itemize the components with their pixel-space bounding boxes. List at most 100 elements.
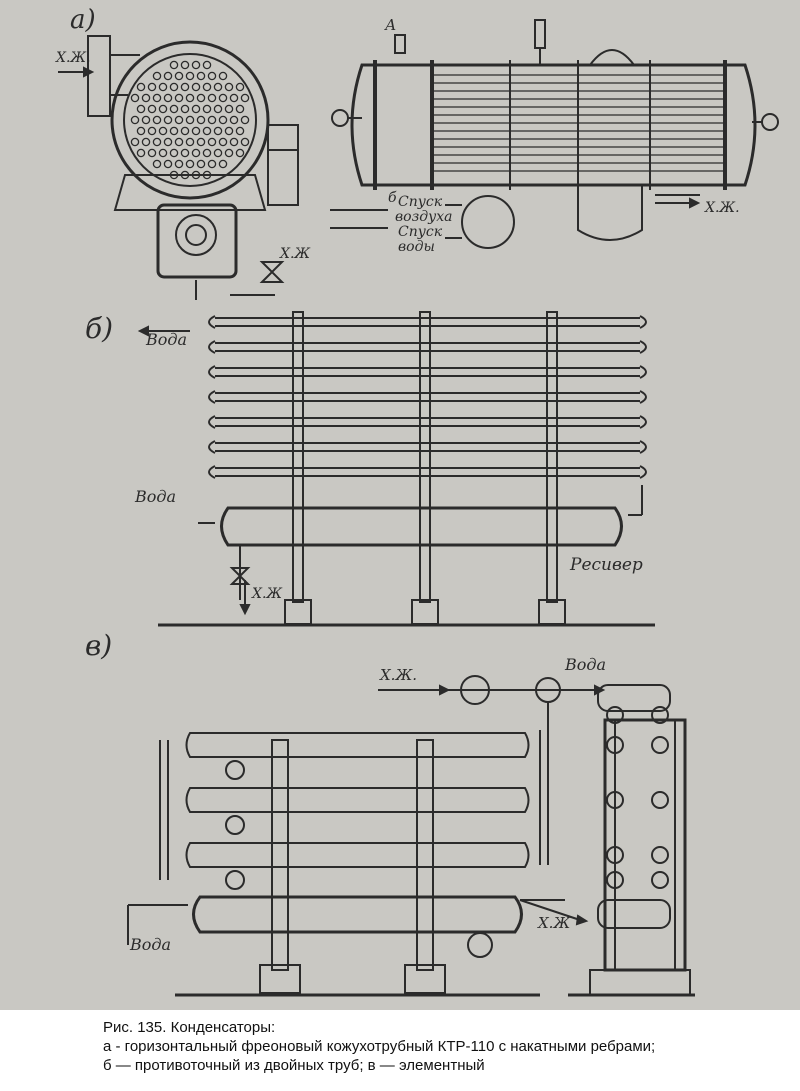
tube-hole xyxy=(196,159,206,169)
tube-hole xyxy=(152,93,162,103)
tube-hole xyxy=(191,126,201,136)
end-flange xyxy=(651,846,669,864)
panel-b-water-left: Вода xyxy=(134,487,176,506)
tube-hole xyxy=(218,93,228,103)
tube-hole xyxy=(174,71,184,81)
tube-hole xyxy=(213,104,223,114)
tube-hole xyxy=(196,93,206,103)
pipe-bend-right xyxy=(639,315,647,329)
panel-a-drain-air-line1: Спуск xyxy=(398,194,443,210)
tube-hole xyxy=(163,93,173,103)
tube-hole xyxy=(169,60,179,70)
pipe-bend-left xyxy=(208,465,216,479)
tube-hole xyxy=(191,148,201,158)
tube-hole xyxy=(152,115,162,125)
panel-c-liquid-out: Х.Ж xyxy=(537,914,571,932)
end-flange xyxy=(651,871,669,889)
panel-b-label: б) xyxy=(85,312,113,345)
tube-hole xyxy=(191,104,201,114)
element-valve xyxy=(225,870,245,890)
end-flange xyxy=(651,706,669,724)
tube-hole xyxy=(224,148,234,158)
tube-hole xyxy=(158,104,168,114)
tube-hole xyxy=(218,71,228,81)
tube-hole xyxy=(218,159,228,169)
pipe-bend-right xyxy=(639,365,647,379)
tube-hole xyxy=(158,148,168,158)
element-pipe-rows xyxy=(185,732,530,890)
end-flange xyxy=(651,736,669,754)
column-shaft xyxy=(271,739,289,971)
tube-hole xyxy=(207,137,217,147)
caption-line-1: Рис. 135. Конденсаторы: xyxy=(103,1019,276,1036)
tube-hole xyxy=(202,104,212,114)
tube-hole xyxy=(180,104,190,114)
tube-hole xyxy=(229,93,239,103)
panel-a-top-mark: А xyxy=(384,16,396,34)
tube-hole xyxy=(141,115,151,125)
pipe-bend-right xyxy=(639,340,647,354)
pipe-bend-left xyxy=(208,415,216,429)
tube-hole xyxy=(180,82,190,92)
tube-hole xyxy=(224,82,234,92)
tube-hole xyxy=(147,126,157,136)
panel-a-input-label: Х.Ж. xyxy=(55,50,91,66)
tube-hole xyxy=(229,137,239,147)
tube-hole xyxy=(180,60,190,70)
tube-hole xyxy=(180,126,190,136)
tube-hole xyxy=(174,159,184,169)
column-shaft xyxy=(292,311,304,603)
element-valve xyxy=(225,815,245,835)
tube-hole xyxy=(163,159,173,169)
tube-hole xyxy=(202,148,212,158)
tube-hole xyxy=(191,60,201,70)
tube-hole xyxy=(169,104,179,114)
panel-a-drain-air-line2: воздуха xyxy=(395,209,452,225)
pipe-bend-left xyxy=(208,365,216,379)
tube-hole xyxy=(185,93,195,103)
column-base xyxy=(411,599,439,625)
tube-hole xyxy=(229,115,239,125)
panel-b-drawing xyxy=(158,311,655,627)
end-flange xyxy=(606,871,624,889)
tube-hole xyxy=(147,104,157,114)
tube-hole xyxy=(240,93,250,103)
tube-hole xyxy=(141,93,151,103)
pipe-bend-right xyxy=(639,465,647,479)
tube-hole xyxy=(180,148,190,158)
tube-hole xyxy=(196,71,206,81)
tube-hole xyxy=(202,82,212,92)
tube-hole xyxy=(196,115,206,125)
tube-hole xyxy=(185,71,195,81)
tube-hole xyxy=(207,159,217,169)
tube-hole xyxy=(130,93,140,103)
pipe-bend-left xyxy=(208,440,216,454)
tube-hole xyxy=(240,115,250,125)
column-shaft xyxy=(546,311,558,603)
caption-line-3: б — противоточный из двойных труб; в — э… xyxy=(103,1057,485,1074)
element-shell xyxy=(185,732,530,758)
tube-hole xyxy=(174,115,184,125)
tube-hole xyxy=(163,137,173,147)
panel-b-receiver: Ресивер xyxy=(569,555,643,575)
element-columns xyxy=(259,739,446,994)
pipe-bend-left xyxy=(208,315,216,329)
tube-hole xyxy=(207,71,217,81)
pipe-bend-left xyxy=(208,390,216,404)
end-flange xyxy=(606,706,624,724)
tube-hole xyxy=(147,148,157,158)
tube-hole xyxy=(147,82,157,92)
tube-hole xyxy=(218,137,228,147)
tube-hole xyxy=(207,115,217,125)
element-shell xyxy=(185,787,530,813)
panel-c-water-bottom: Вода xyxy=(129,935,171,954)
tube-hole xyxy=(136,126,146,136)
tube-hole xyxy=(235,82,245,92)
panel-a-drain-water-line2: воды xyxy=(398,239,435,255)
panel-b-liquid-out: Х.Ж xyxy=(251,586,283,602)
column-shaft xyxy=(419,311,431,603)
column-shaft xyxy=(416,739,434,971)
panel-a-drawing xyxy=(87,19,779,300)
tube-hole xyxy=(202,60,212,70)
tube-hole xyxy=(235,104,245,114)
